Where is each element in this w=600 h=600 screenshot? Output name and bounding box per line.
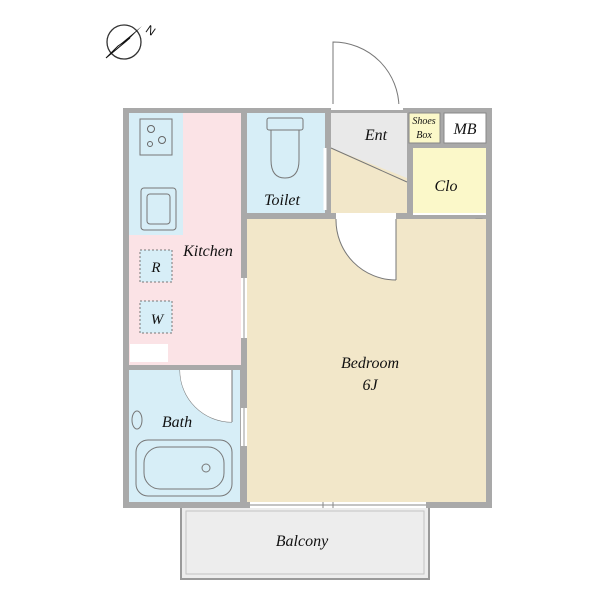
compass-north-label: N [143,22,158,38]
closet [413,148,486,214]
meter-box-label: MB [452,121,476,138]
meter-box [443,112,487,144]
toilet-icon [266,117,304,179]
closet-label: Clo [434,178,457,195]
bath-sink-icon [131,410,143,430]
washer-label: W [151,312,165,328]
compass-icon: N [105,22,158,60]
shoes-box-label-line1: Shoes [412,116,435,127]
bedroom-door [335,213,397,281]
entrance-label: Ent [364,127,388,144]
stove-icon [139,118,173,156]
bedroom-size-label: 6J [362,377,378,394]
storage-niche [130,344,168,362]
refrigerator-space: R [139,249,173,283]
balcony-window [250,502,426,508]
kitchen-counter [129,113,183,235]
balcony-label: Balcony [276,533,329,550]
refrigerator-label: R [150,260,160,276]
entrance-step [331,113,407,178]
entrance-door [331,41,403,110]
shoes-box [408,112,441,144]
kitchen-label: Kitchen [182,243,233,260]
bathtub-icon [135,439,233,497]
bath-label: Bath [162,414,192,431]
bath-door [179,369,233,423]
sink-icon [140,187,177,231]
toilet-label: Toilet [264,192,300,209]
bedroom-label: Bedroom [341,355,399,372]
shoes-box-label-line2: Box [416,130,432,141]
balcony: Balcony [180,505,430,580]
washer-space: W [139,300,173,334]
